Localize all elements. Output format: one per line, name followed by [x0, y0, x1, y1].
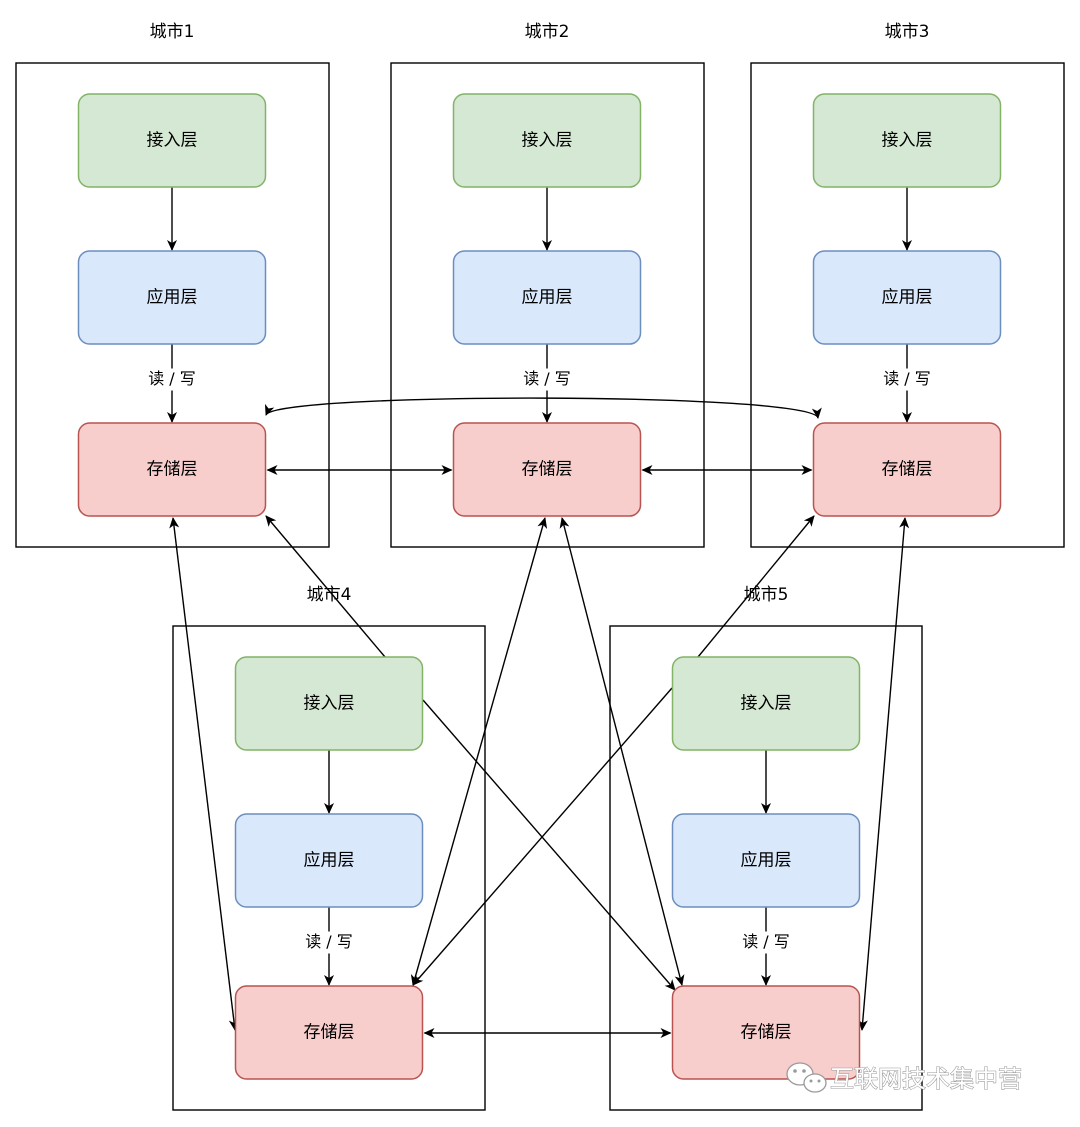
app-layer-label: 应用层 — [741, 851, 792, 871]
read-write-label: 读 / 写 — [737, 931, 795, 954]
access-layer-box — [452, 93, 642, 188]
read-write-label: 读 / 写 — [878, 368, 936, 391]
wechat-icon — [786, 1062, 827, 1093]
app-layer-box — [671, 813, 861, 908]
storage-layer-node: 存储层 — [671, 985, 861, 1080]
app-layer-label: 应用层 — [882, 288, 933, 308]
app-layer-box — [234, 813, 424, 908]
storage-layer-label: 存储层 — [882, 460, 933, 480]
watermark: 互联网技术集中营 — [786, 1062, 1023, 1094]
sync-c1-c5-segment-start — [265, 515, 386, 658]
city-title: 城市2 — [525, 22, 570, 42]
access-layer-node: 接入层 — [452, 93, 642, 188]
storage-layer-box — [234, 985, 424, 1080]
app-layer-node: 应用层 — [671, 813, 861, 908]
app-layer-node: 应用层 — [812, 250, 1002, 345]
storage-layer-label: 存储层 — [147, 460, 198, 480]
app-layer-node: 应用层 — [452, 250, 642, 345]
read-write-text: 读 / 写 — [523, 369, 571, 388]
access-layer-box — [812, 93, 1002, 188]
access-layer-label: 接入层 — [882, 131, 933, 151]
sync-c1-c5-segment-end — [422, 699, 676, 991]
storage-layer-label: 存储层 — [741, 1023, 792, 1043]
app-layer-label: 应用层 — [304, 851, 355, 871]
access-layer-label: 接入层 — [741, 694, 792, 714]
sync-c2-c4-arrow — [410, 517, 548, 986]
read-write-text: 读 / 写 — [305, 932, 353, 951]
watermark-text: 互联网技术集中营 — [830, 1065, 1022, 1093]
storage-layer-label: 存储层 — [522, 460, 573, 480]
sync-c1-c3-arrow — [265, 397, 822, 419]
read-write-text: 读 / 写 — [742, 932, 790, 951]
access-layer-box — [671, 656, 861, 751]
sync-c3-c5-arrow — [857, 517, 910, 1031]
access-layer-box — [77, 93, 267, 188]
storage-layer-node: 存储层 — [452, 422, 642, 517]
app-layer-node: 应用层 — [77, 250, 267, 345]
access-layer-label: 接入层 — [522, 131, 573, 151]
storage-layer-label: 存储层 — [304, 1023, 355, 1043]
read-write-label: 读 / 写 — [143, 368, 201, 391]
city-2: 城市2 — [390, 22, 705, 548]
read-write-text: 读 / 写 — [148, 369, 196, 388]
storage-layer-node: 存储层 — [77, 422, 267, 517]
access-layer-box — [234, 656, 424, 751]
city-frame — [390, 62, 705, 548]
access-layer-node: 接入层 — [671, 656, 861, 751]
city-title: 城市3 — [885, 22, 930, 42]
storage-layer-node: 存储层 — [812, 422, 1002, 517]
sync-c2-c5-arrow — [559, 517, 685, 986]
app-layer-label: 应用层 — [522, 288, 573, 308]
access-layer-label: 接入层 — [304, 694, 355, 714]
city-title: 城市4 — [307, 585, 352, 605]
app-layer-box — [452, 250, 642, 345]
storage-layer-box — [671, 985, 861, 1080]
sync-c3-c4-segment-end — [412, 687, 673, 986]
sync-c3-c4-arrow — [412, 515, 815, 986]
sync-c3-c4-segment-start — [697, 515, 815, 658]
storage-layer-box — [812, 422, 1002, 517]
read-write-label: 读 / 写 — [300, 931, 358, 954]
app-layer-node: 应用层 — [234, 813, 424, 908]
read-write-text: 读 / 写 — [883, 369, 931, 388]
sync-c1-c4-arrow — [169, 517, 239, 1031]
city-title: 城市5 — [744, 585, 789, 605]
app-layer-label: 应用层 — [147, 288, 198, 308]
storage-layer-box — [77, 422, 267, 517]
storage-layer-node: 存储层 — [234, 985, 424, 1080]
edge-labels: 读 / 写读 / 写读 / 写读 / 写读 / 写 — [143, 368, 936, 954]
nodes: 接入层应用层存储层接入层应用层存储层接入层应用层存储层接入层应用层存储层接入层应… — [77, 93, 1002, 1080]
app-layer-box — [77, 250, 267, 345]
access-layer-node: 接入层 — [812, 93, 1002, 188]
access-layer-label: 接入层 — [147, 131, 198, 151]
city-title: 城市1 — [150, 22, 195, 42]
access-layer-node: 接入层 — [77, 93, 267, 188]
storage-layer-box — [452, 422, 642, 517]
city-frames: 城市1 城市2 城市3 城市4 城市5 — [15, 22, 1065, 1111]
read-write-label: 读 / 写 — [518, 368, 576, 391]
app-layer-box — [812, 250, 1002, 345]
access-layer-node: 接入层 — [234, 656, 424, 751]
